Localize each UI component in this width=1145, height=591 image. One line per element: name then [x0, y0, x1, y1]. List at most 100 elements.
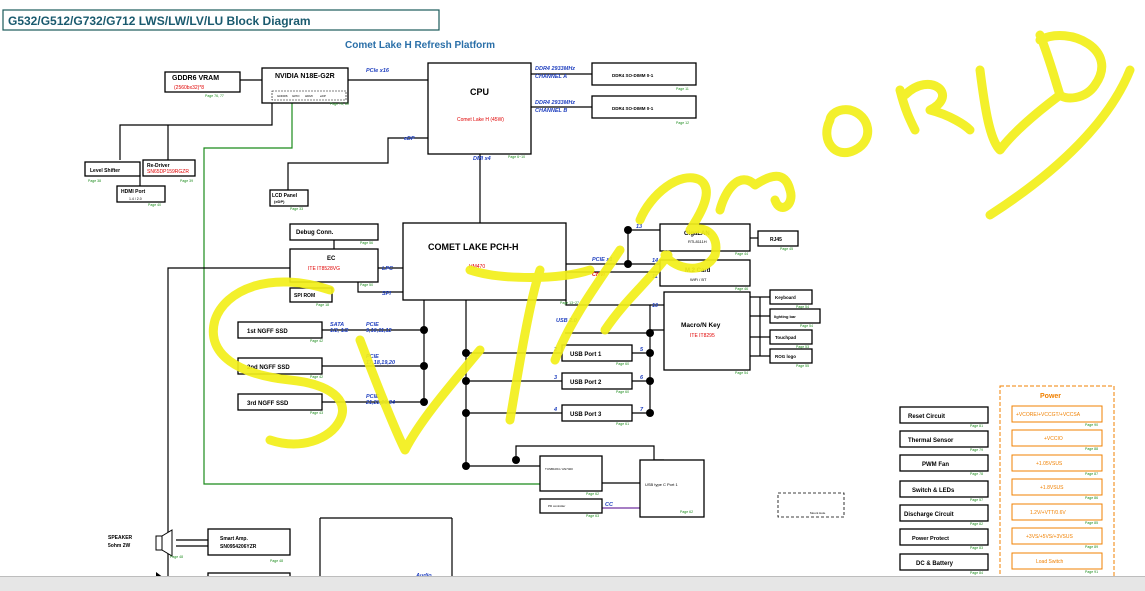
svg-text:2nd NGFF SSD: 2nd NGFF SSD [247, 365, 290, 371]
bus-channel-b: CHANNEL B [535, 108, 567, 114]
usb-pin-6: 6 [640, 375, 644, 381]
svg-text:+1.05VSUS: +1.05VSUS [1036, 461, 1063, 467]
svg-text:EC: EC [327, 256, 336, 262]
svg-text:ROG logo: ROG logo [775, 354, 796, 359]
svg-text:Page 54: Page 54 [735, 371, 748, 375]
list-item: DC & Battery [916, 561, 954, 567]
svg-text:ITE IT8528VG: ITE IT8528VG [308, 266, 340, 272]
usb-pin-7: 7 [640, 407, 644, 413]
list-item: Thermal Sensor [908, 438, 954, 444]
rog-logo-block: ROG logo Page 55 [769, 348, 813, 368]
bus-cc: CC [605, 502, 614, 508]
svg-text:(2560bx32)*8: (2560bx32)*8 [174, 85, 204, 91]
pch-block: COMET LAKE PCH-H HM470 Page 13~27 [402, 222, 579, 305]
svg-text:Page 42: Page 42 [310, 339, 323, 343]
svg-text:Page 60: Page 60 [616, 362, 629, 366]
usb-pin-3: 3 [554, 375, 557, 381]
svg-text:Page 39: Page 39 [180, 179, 193, 183]
bus-spi: SPI [382, 291, 391, 297]
usb-type-c-block: USB type C Port 1 Page 62 [639, 459, 705, 518]
svg-text:3rd NGFF SSD: 3rd NGFF SSD [247, 401, 289, 407]
svg-text:USB Port 3: USB Port 3 [570, 412, 602, 418]
svg-text:Page 88: Page 88 [1085, 447, 1098, 451]
gpu-block: NVIDIA N18E-G2R GDDR6 GPIO HDMI eDP Page… [261, 67, 349, 106]
svg-text:Page 85: Page 85 [1085, 521, 1098, 525]
svg-text:CPU: CPU [470, 87, 489, 97]
svg-text:Page 81: Page 81 [970, 424, 983, 428]
svg-text:Page 62: Page 62 [586, 492, 599, 496]
ssd1-block: 1st NGFF SSD Page 42 [237, 321, 323, 343]
page-title: G532/G512/G732/G712 LWS/LW/LV/LU Block D… [8, 14, 311, 28]
bus-usb-20: USB 2.0 [556, 318, 577, 324]
list-item: Switch & LEDs [912, 488, 955, 494]
touchpad-block: Touchpad Page 53 [769, 329, 813, 349]
platform-subtitle: Comet Lake H Refresh Platform [345, 40, 495, 51]
svg-text:SN65DP159RGZR: SN65DP159RGZR [147, 169, 189, 175]
svg-text:Page 33: Page 33 [290, 207, 303, 211]
bus-pcie-lan: PCIE x1 [592, 257, 612, 263]
svg-text:Page 11: Page 11 [676, 87, 689, 91]
bottom-scrollbar[interactable] [0, 576, 1145, 591]
svg-text:Page 90: Page 90 [1085, 423, 1098, 427]
svg-text:SPEAKER: SPEAKER [108, 535, 133, 541]
svg-text:GDDR6: GDDR6 [277, 94, 288, 98]
bus-sata-ports: 1/2, 1/2 [330, 328, 348, 334]
svg-text:Level Shifter: Level Shifter [90, 168, 120, 174]
svg-text:Page 61: Page 61 [616, 422, 629, 426]
svg-text:DDR4 SO-DIMM 0-1: DDR4 SO-DIMM 0-1 [612, 73, 654, 78]
svg-text:+VCCIO: +VCCIO [1044, 436, 1063, 442]
redriver-block: Re-Driver SN65DP159RGZR Page 39 [142, 159, 196, 183]
bus-channel-a: CHANNEL A [535, 74, 567, 80]
svg-text:GPIO: GPIO [292, 94, 300, 98]
list-item: Power Protect [912, 536, 949, 542]
svg-text:Mount Hole: Mount Hole [810, 511, 826, 515]
svg-text:Page 50: Page 50 [360, 283, 373, 287]
typec-controller-block: TUSB1064 / AN7400 Page 62 [539, 455, 603, 496]
debug-conn-block: Debug Conn. Page 56 [289, 223, 379, 245]
svg-text:Page 79: Page 79 [970, 448, 983, 452]
svg-text:DDR4 SO-DIMM 0-1: DDR4 SO-DIMM 0-1 [612, 106, 654, 111]
svg-text:Page 43: Page 43 [310, 411, 323, 415]
list-item: PWM Fan [922, 462, 949, 468]
svg-text:Page 18: Page 18 [316, 303, 329, 307]
svg-text:SPI ROM: SPI ROM [294, 293, 315, 299]
ddr-a-block: DDR4 SO-DIMM 0-1 Page 11 [591, 62, 697, 91]
svg-text:+3VS/+5VS/+3VSUS: +3VS/+5VS/+3VSUS [1026, 534, 1074, 540]
svg-text:lighting bar: lighting bar [774, 314, 796, 319]
rj45-block: RJ45 Page 45 [757, 230, 799, 251]
bus-sata: SATA [330, 322, 344, 328]
svg-text:GigaLAN: GigaLAN [684, 231, 710, 237]
svg-text:Page 54: Page 54 [800, 324, 813, 328]
svg-text:Page 6~10: Page 6~10 [508, 155, 525, 159]
svg-text:HDMI: HDMI [305, 94, 313, 98]
usb-pin-4: 4 [553, 407, 557, 413]
bus-edp: eDP [404, 136, 415, 142]
svg-text:Re-Driver: Re-Driver [147, 163, 170, 169]
svg-text:Keyboard: Keyboard [775, 295, 796, 300]
svg-text:(eDP): (eDP) [274, 199, 285, 204]
svg-text:Page 82: Page 82 [970, 522, 983, 526]
ssd3-block: 3rd NGFF SSD Page 43 [237, 393, 323, 415]
svg-text:Smart Amp.: Smart Amp. [220, 536, 248, 542]
svg-text:Page 57: Page 57 [970, 498, 983, 502]
svg-text:TUSB1064 / AN7400: TUSB1064 / AN7400 [545, 467, 573, 471]
pin-14: 14 [652, 258, 658, 264]
list-item: Discharge Circuit [904, 512, 954, 518]
power-title: Power [1040, 393, 1061, 400]
svg-text:Page 38: Page 38 [88, 179, 101, 183]
ec-block: EC ITE IT8528VG Page 50 [289, 248, 379, 287]
svg-text:Debug Conn.: Debug Conn. [296, 230, 334, 236]
svg-text:USB type C Port 1: USB type C Port 1 [645, 482, 678, 487]
svg-text:COMET LAKE PCH-H: COMET LAKE PCH-H [428, 242, 519, 252]
svg-text:USB Port 1: USB Port 1 [570, 352, 602, 358]
svg-text:1st NGFF SSD: 1st NGFF SSD [247, 329, 288, 335]
svg-text:Page 78: Page 78 [970, 472, 983, 476]
pin-10: 10 [652, 303, 658, 309]
svg-text:5ohm 2W: 5ohm 2W [108, 543, 131, 549]
pd-controller-block: PD controller Page 63 [539, 498, 603, 518]
svg-text:NVIDIA N18E-G2R: NVIDIA N18E-G2R [275, 73, 335, 80]
svg-text:Page 53: Page 53 [796, 345, 809, 349]
mount-hole-block: Mount Hole [777, 492, 845, 518]
bus-pcie-ssd2: PCIE [366, 354, 379, 360]
